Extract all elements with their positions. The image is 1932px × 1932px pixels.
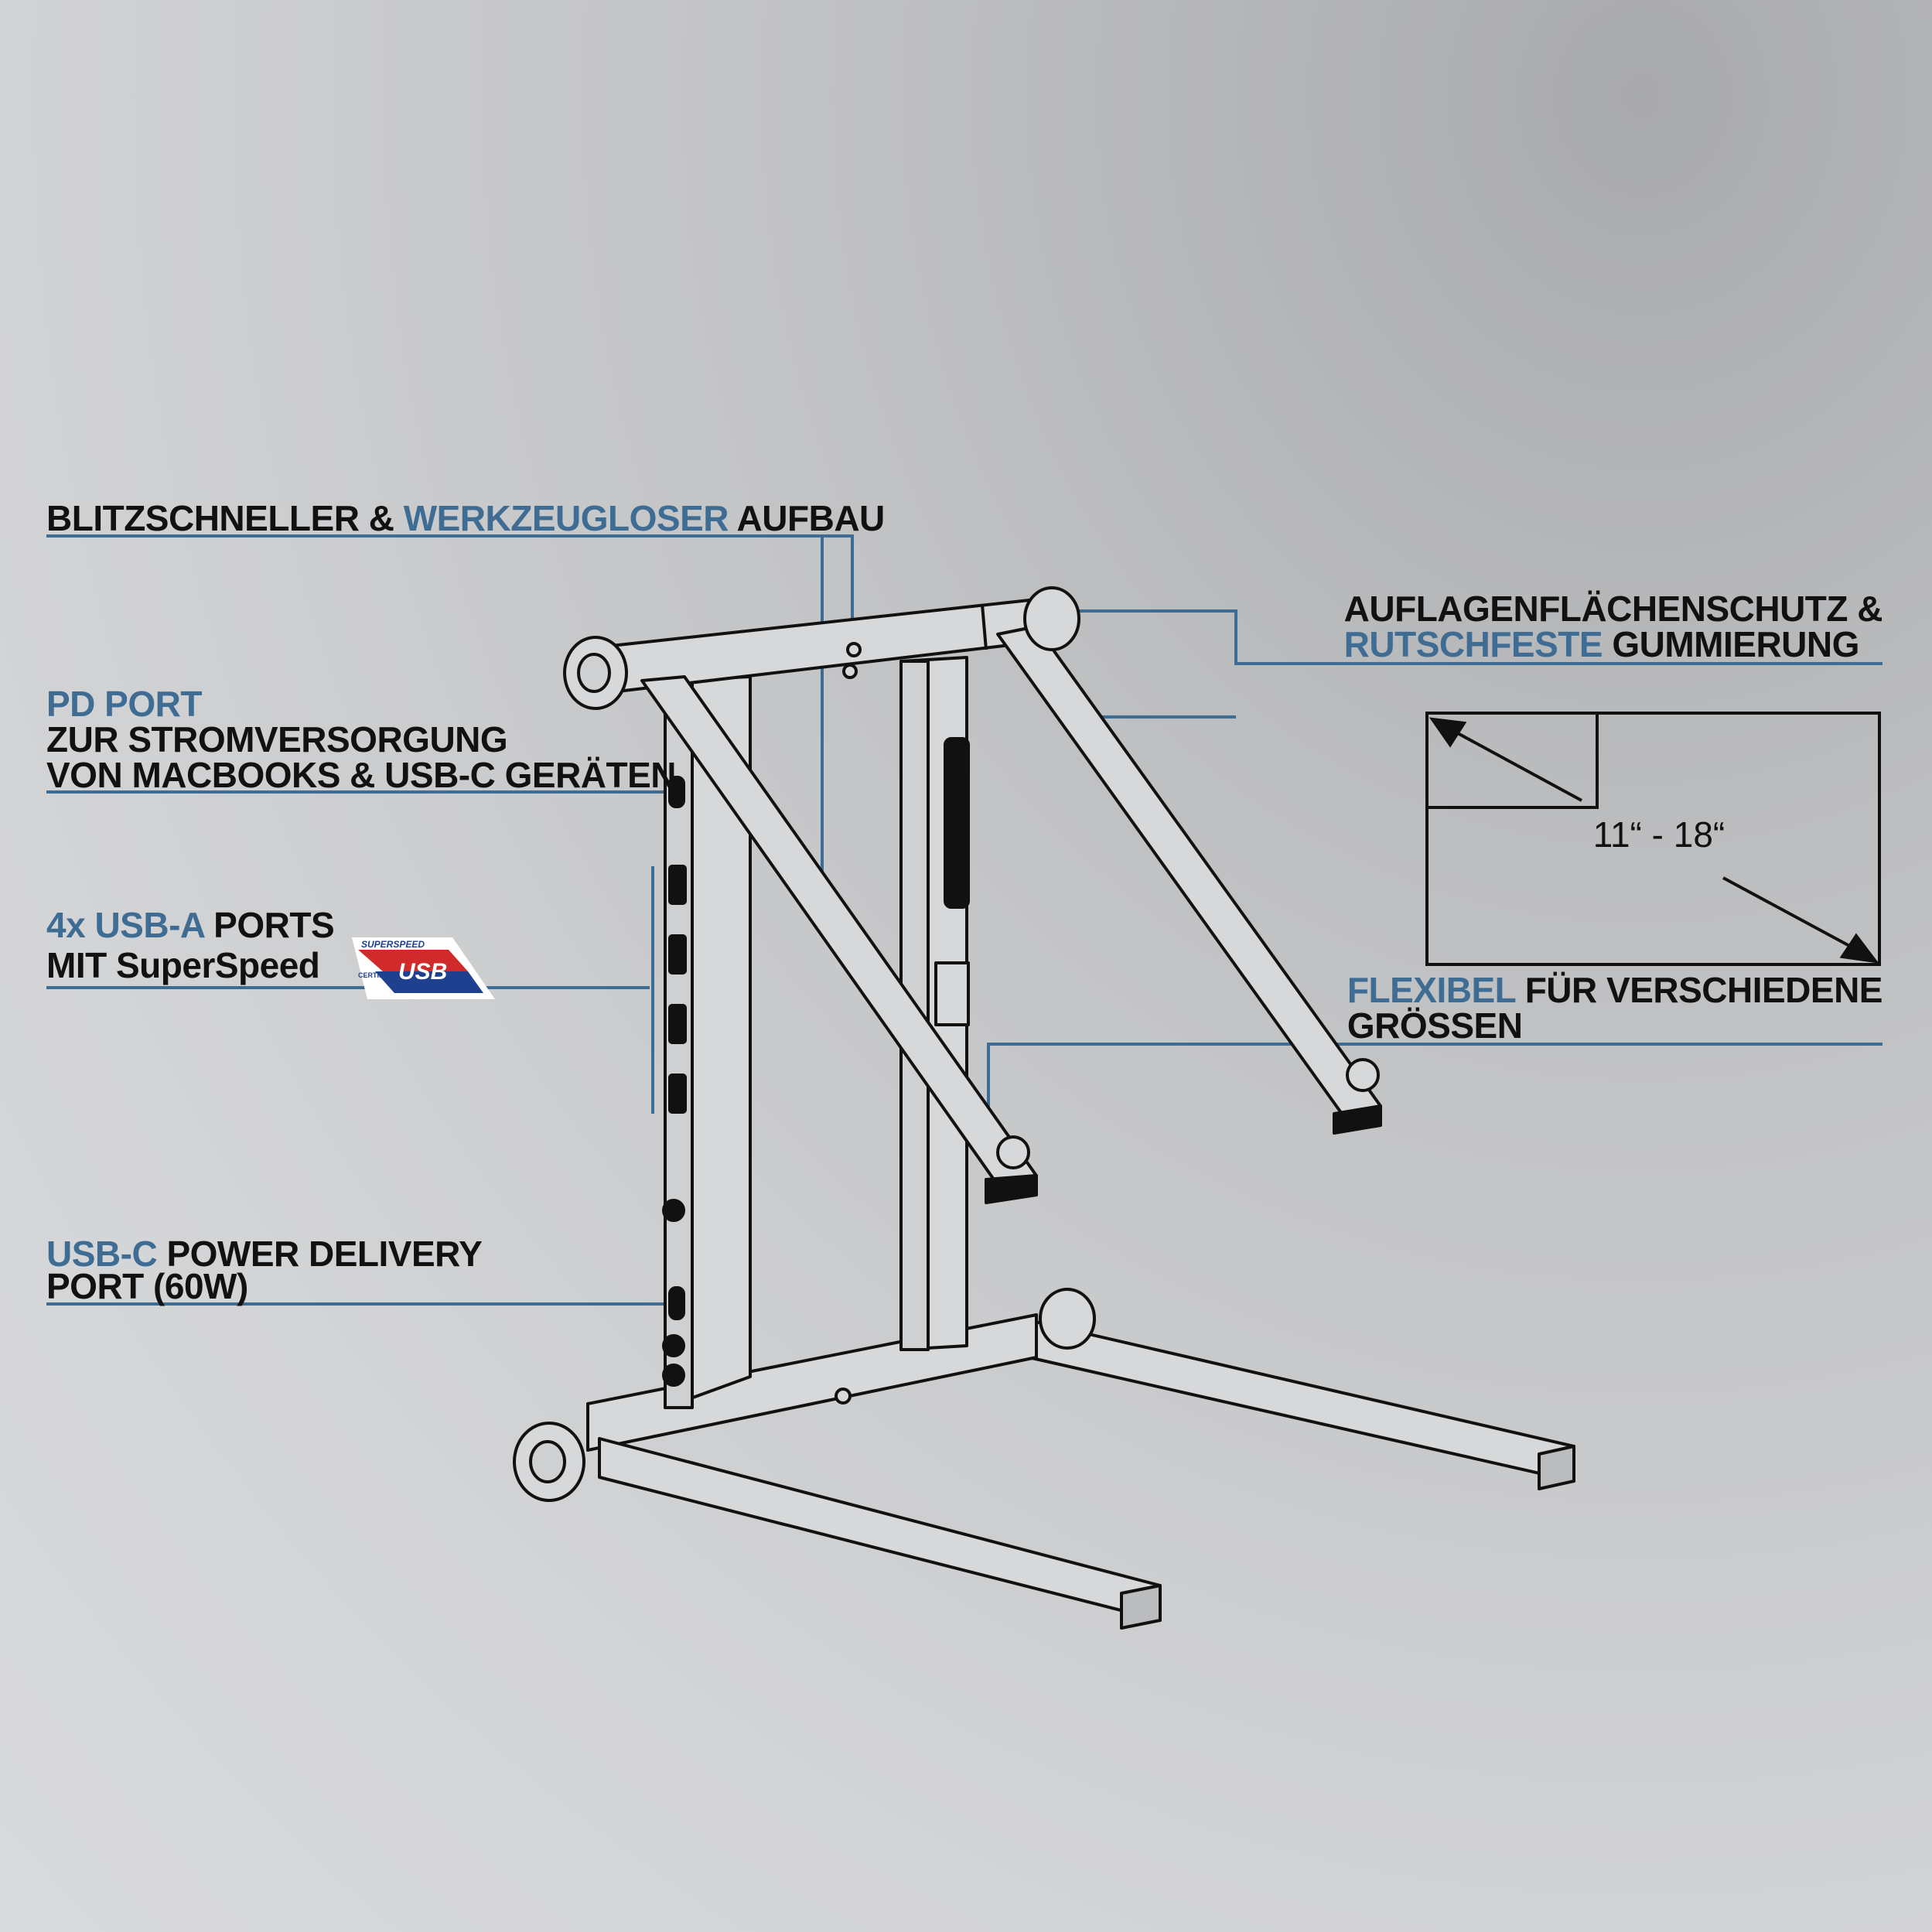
- usb-logo-usb: USB: [398, 959, 447, 985]
- screw-1: [662, 1199, 685, 1222]
- caption-flexible-line1: FLEXIBEL FÜR VERSCHIEDENE: [1347, 972, 1883, 1008]
- caption-setup-part1: BLITZSCHNELLER &: [46, 498, 404, 538]
- base-crossbar-hole: [835, 1388, 852, 1405]
- superspeed-usb-logo: SUPERSPEED CERTIFIED USB: [352, 937, 495, 999]
- caption-pd-port-line3: VON MACBOOKS & USB-C GERÄTEN: [46, 755, 677, 795]
- base-leg-right-cap: [1538, 1445, 1575, 1490]
- stand-frame: [513, 586, 1575, 1630]
- base-leg-left-cap: [1120, 1584, 1162, 1630]
- base-leg-right: [1027, 1319, 1575, 1483]
- size-arrow-small: [1446, 725, 1582, 802]
- caption-flexible-part1: FLEXIBEL: [1347, 970, 1516, 1010]
- reloop-logo-plate: [944, 737, 970, 909]
- top-end-cap-left-inner: [577, 653, 611, 693]
- usb-a-port-4: [668, 1074, 687, 1114]
- usb-c-port-bottom: [668, 1286, 685, 1320]
- leader-line-flexible: [987, 1043, 1883, 1146]
- caption-pd-port-line2: ZUR STROMVERSORGUNG: [46, 719, 508, 759]
- support-arm-right-cap: [1333, 1104, 1382, 1135]
- caption-usb-c-line2: PORT (60W): [46, 1266, 248, 1306]
- support-arm-right: [996, 625, 1382, 1115]
- size-diagram: 11“ - 18“: [1425, 712, 1881, 966]
- caption-pd-port-line1: PD PORT: [46, 684, 202, 724]
- size-diagram-inner: [1425, 712, 1599, 809]
- base-end-cap-left-inner: [529, 1440, 566, 1483]
- caption-surface-part2: GUMMIERUNG: [1603, 624, 1859, 664]
- caption-usb-a-line1: 4x USB-A PORTS: [46, 905, 335, 945]
- usb-logo-blue-arrow: [375, 971, 483, 993]
- caption-usb-c: USB-C POWER DELIVERY PORT (60W): [46, 1236, 483, 1306]
- standhub-badge: [934, 961, 970, 1026]
- caption-surface-part1: RUTSCHFESTE: [1343, 624, 1603, 664]
- base-end-cap-right: [1039, 1288, 1096, 1350]
- usb-a-port-3: [668, 1004, 687, 1044]
- caption-surface-line1: AUFLAGENFLÄCHENSCHUTZ &: [1343, 589, 1883, 629]
- size-arrow-large-head: [1839, 933, 1879, 964]
- caption-usb-a-part1: 4x USB-A: [46, 905, 204, 945]
- usb-a-port-2: [668, 934, 687, 975]
- usb-logo-superspeed: SUPERSPEED: [361, 939, 425, 950]
- size-arrow-large: [1722, 876, 1863, 954]
- caption-surface-line2: RUTSCHFESTE GUMMIERUNG: [1344, 626, 1883, 662]
- pd-port-top: [668, 776, 685, 808]
- knob-right-arm: [1346, 1058, 1380, 1092]
- knob-left-arm: [996, 1135, 1030, 1169]
- caption-usb-c-part2: POWER DELIVERY: [157, 1234, 483, 1274]
- leader-line-setup: [46, 534, 854, 623]
- caption-flexible-line2: GRÖSSEN: [1347, 1005, 1523, 1046]
- size-diagram-label: 11“ - 18“: [1593, 814, 1725, 855]
- caption-setup: BLITZSCHNELLER & WERKZEUGLOSER AUFBAU: [46, 500, 885, 536]
- caption-usb-c-line1: USB-C POWER DELIVERY: [46, 1236, 483, 1272]
- caption-setup-part3: AUFBAU: [728, 498, 886, 538]
- caption-surface: AUFLAGENFLÄCHENSCHUTZ & RUTSCHFESTE GUMM…: [1344, 591, 1883, 662]
- caption-pd-port: PD PORT ZUR STROMVERSORGUNG VON MACBOOKS…: [46, 684, 677, 795]
- top-crossbar-joint: [981, 604, 988, 650]
- caption-usb-a-line2: MIT SuperSpeed: [46, 945, 320, 985]
- usb-a-port-1: [668, 865, 687, 905]
- caption-usb-c-part1: USB-C: [46, 1234, 158, 1274]
- base-leg-left: [598, 1437, 1162, 1622]
- knob-top-2: [842, 664, 858, 679]
- usb-a-ports: [668, 865, 687, 1114]
- size-diagram-outer: [1425, 712, 1881, 966]
- size-arrow-small-head: [1429, 717, 1467, 748]
- base-crossbar: [586, 1313, 1038, 1452]
- caption-flexible-part2: FÜR VERSCHIEDENE: [1515, 970, 1883, 1010]
- support-arm-left-cap: [985, 1174, 1038, 1204]
- usb-logo-certified: CERTIFIED: [358, 971, 395, 979]
- caption-flexible: FLEXIBEL FÜR VERSCHIEDENE GRÖSSEN: [1347, 972, 1883, 1043]
- screw-3: [662, 1364, 685, 1387]
- screw-2: [662, 1334, 685, 1357]
- caption-setup-part2: WERKZEUGLOSER: [403, 498, 729, 538]
- top-end-cap-right: [1023, 586, 1080, 651]
- leader-line-surface: [1073, 609, 1883, 665]
- knob-top-1: [846, 642, 862, 657]
- caption-usb-a-part2: PORTS: [203, 905, 335, 945]
- caption-usb-a: 4x USB-A PORTS MIT SuperSpeed: [46, 905, 335, 985]
- usb-logo-red-arrow: [358, 950, 468, 971]
